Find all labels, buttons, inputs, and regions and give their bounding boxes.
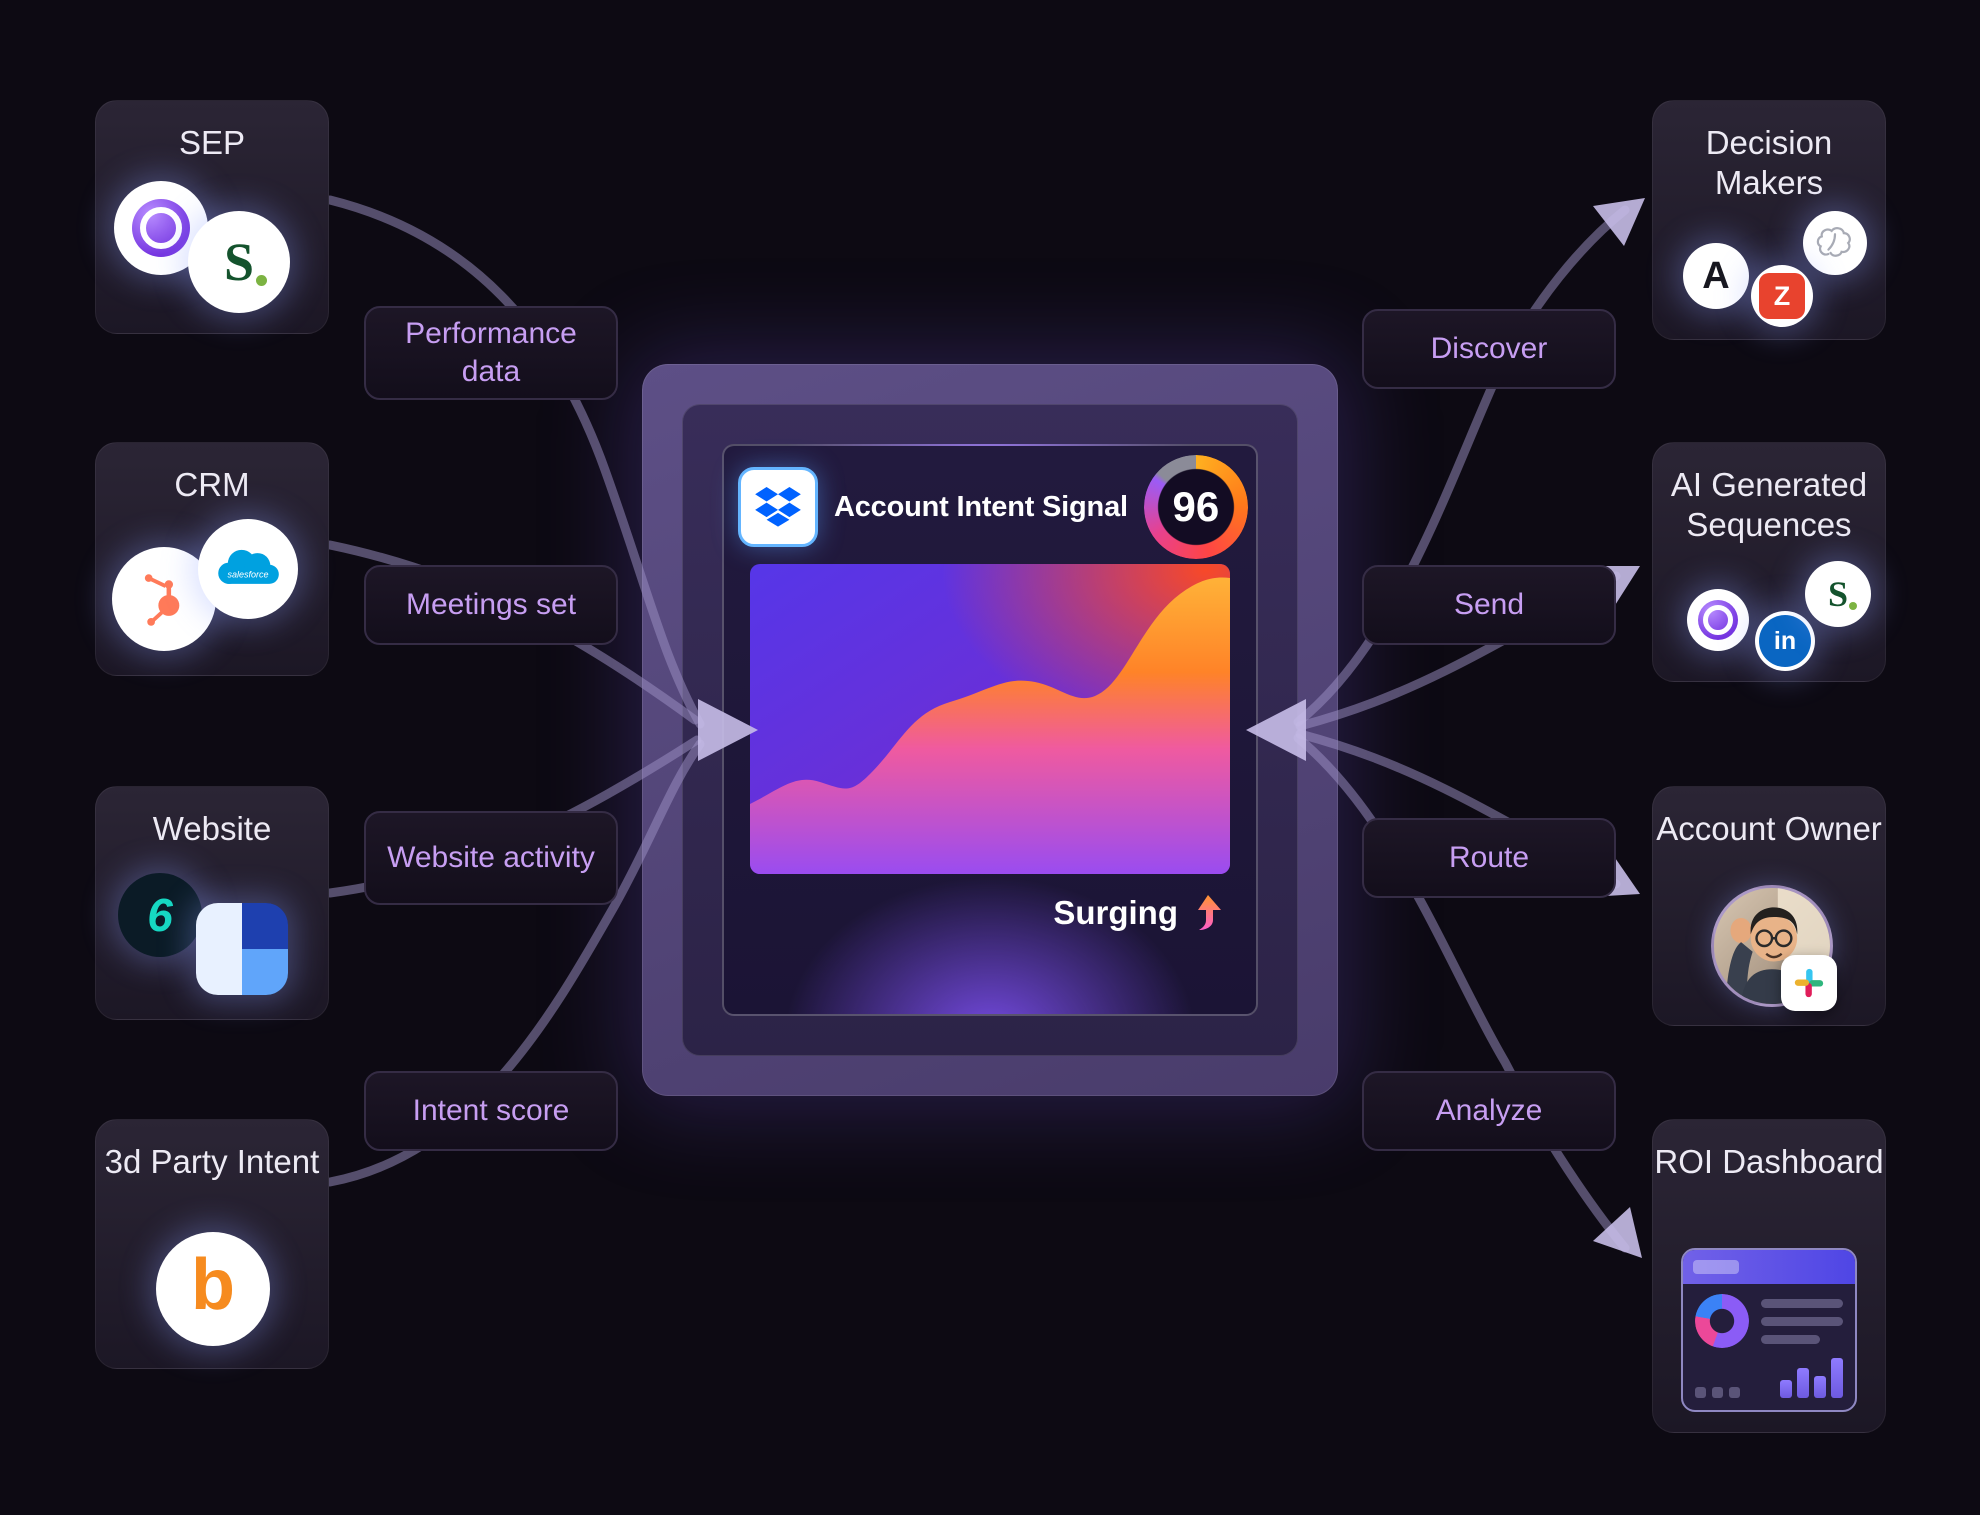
label-performance-data: Performance data	[364, 306, 618, 400]
outreach-icon	[114, 181, 208, 275]
intent-signal-content: Account Intent Signal 96	[722, 444, 1258, 1016]
salesloft-icon: S	[1805, 561, 1871, 627]
label-intent-score: Intent score	[364, 1071, 618, 1151]
label-analyze: Analyze	[1362, 1071, 1616, 1151]
source-title: 3d Party Intent	[104, 1143, 320, 1180]
dashboard-text-lines	[1761, 1298, 1843, 1344]
svg-text:salesforce: salesforce	[227, 570, 268, 580]
bombora-icon: b	[156, 1232, 270, 1346]
slack-icon	[1781, 955, 1837, 1011]
intent-status: Surging	[750, 894, 1230, 932]
label-meetings-set: Meetings set	[364, 565, 618, 645]
source-card-third-party-intent: 3d Party Intent b	[95, 1119, 329, 1369]
intent-signal-panel-frame: Account Intent Signal 96	[682, 404, 1298, 1056]
dashboard-dots	[1695, 1387, 1740, 1398]
apollo-icon: A	[1683, 243, 1749, 309]
clearbit-icon	[196, 903, 288, 995]
sixsense-icon: 6	[118, 873, 202, 957]
salesloft-icon: S	[188, 211, 290, 313]
label-send: Send	[1362, 565, 1616, 645]
intent-score-gauge: 96	[1143, 455, 1248, 559]
pie-chart-icon	[1695, 1294, 1749, 1348]
gauge-ring	[1143, 455, 1248, 559]
intent-signal-panel: Account Intent Signal 96	[642, 364, 1338, 1096]
intent-score-value: 96	[1172, 483, 1220, 530]
dropbox-icon	[738, 467, 818, 547]
source-title: SEP	[178, 124, 246, 161]
destination-title: Account Owner	[1656, 810, 1882, 847]
outreach-icon	[1687, 589, 1749, 651]
label-discover: Discover	[1362, 309, 1616, 389]
source-title: CRM	[174, 466, 250, 503]
dashboard-header-bar	[1683, 1250, 1855, 1284]
destination-title: Decision Makers	[1705, 124, 1833, 202]
brain-icon	[1803, 211, 1867, 275]
label-website-activity: Website activity	[364, 811, 618, 905]
intent-status-label: Surging	[1053, 894, 1178, 931]
source-title: Website	[152, 810, 272, 847]
destination-card-ai-sequences: AI Generated Sequences in S	[1652, 442, 1886, 682]
source-card-sep: SEP S	[95, 100, 329, 334]
destination-card-account-owner: Account Owner	[1652, 786, 1886, 1026]
surging-arrow-icon	[1198, 895, 1221, 930]
intent-signal-title: Account Intent Signal	[834, 490, 1128, 523]
destination-title: AI Generated Sequences	[1670, 466, 1868, 544]
roi-dashboard-illustration	[1681, 1248, 1857, 1412]
destination-card-decision-makers: Decision Makers A Z	[1652, 100, 1886, 340]
linkedin-icon: in	[1755, 611, 1815, 671]
source-card-website: Website 6	[95, 786, 329, 1020]
bar-chart-icon	[1780, 1358, 1843, 1398]
label-route: Route	[1362, 818, 1616, 898]
salesforce-icon: salesforce	[198, 519, 298, 619]
intent-signal-header: Account Intent Signal 96	[738, 455, 1248, 559]
destination-title: ROI Dashboard	[1654, 1143, 1884, 1180]
zoominfo-icon: Z	[1751, 265, 1813, 327]
destination-card-roi-dashboard: ROI Dashboard	[1652, 1119, 1886, 1433]
intent-trend-chart	[750, 564, 1230, 874]
source-card-crm: CRM salesf	[95, 442, 329, 676]
